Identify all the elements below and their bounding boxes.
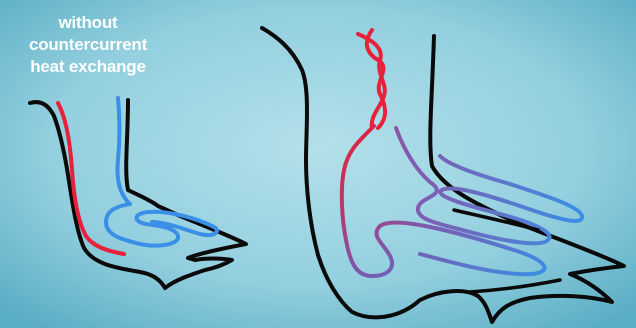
diagram-caption: without countercurrent heat exchange (8, 12, 168, 78)
caption-line-1: without (8, 12, 168, 34)
caption-line-3: heat exchange (8, 56, 168, 78)
caption-line-2: countercurrent (8, 34, 168, 56)
